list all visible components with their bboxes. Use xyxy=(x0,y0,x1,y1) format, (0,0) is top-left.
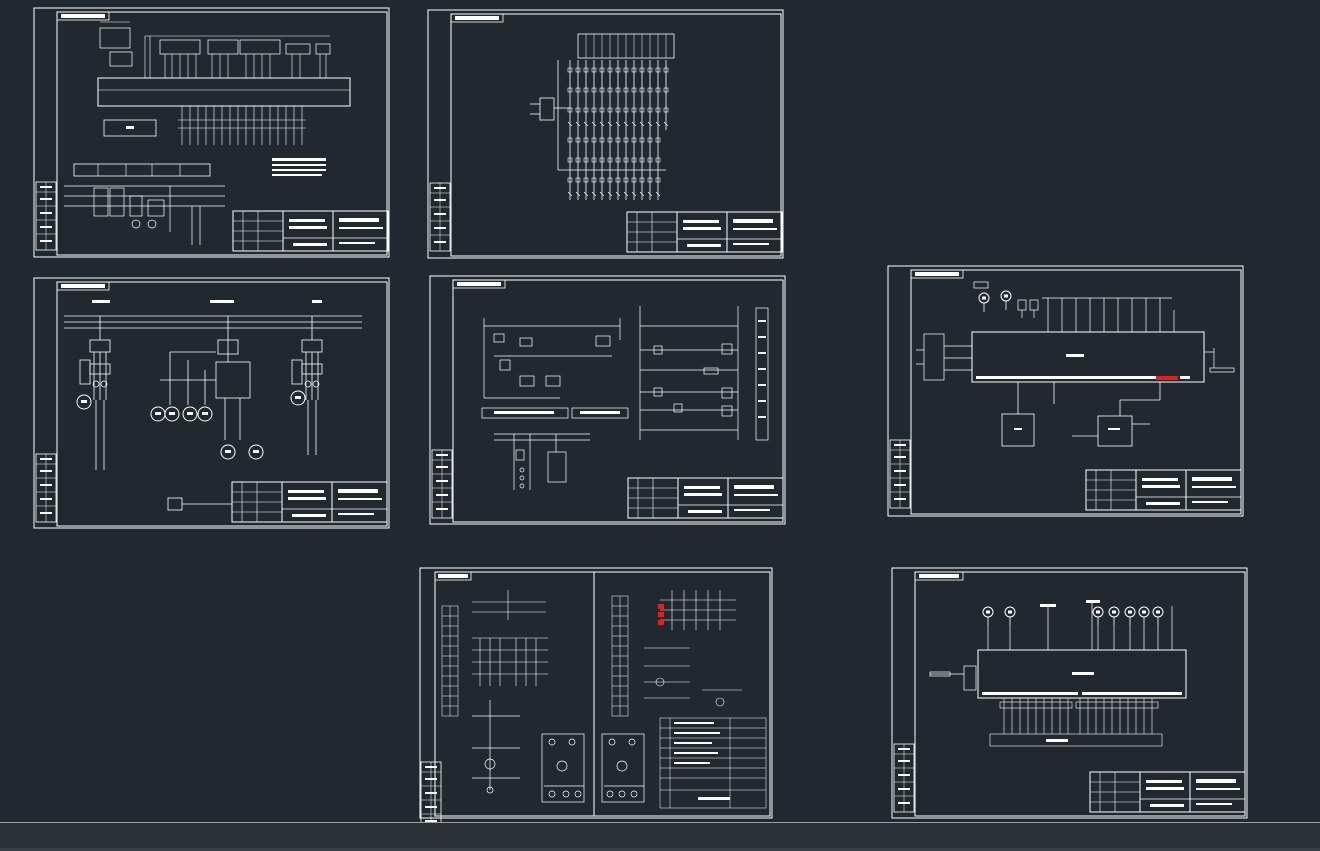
drawing-sheet-two-panel-wiring[interactable] xyxy=(419,567,773,822)
inverter-block xyxy=(160,316,251,440)
main-circuit xyxy=(64,185,225,245)
upper-wires xyxy=(100,21,330,78)
terminal-header-row xyxy=(577,33,675,59)
terminal-columns xyxy=(567,59,669,201)
right-output xyxy=(1204,348,1235,373)
sheet-header-tag xyxy=(56,11,110,21)
left-terminal-table xyxy=(441,605,459,717)
output-terminal-strip xyxy=(989,698,1163,747)
sheet-header-tag xyxy=(56,281,110,291)
terminal-strip xyxy=(97,77,351,107)
input-rails xyxy=(1042,297,1175,332)
feeder-drops xyxy=(79,316,317,470)
sheet-header-tag xyxy=(910,269,964,279)
cabinet-panel-right xyxy=(601,733,645,803)
power-busbars xyxy=(64,315,362,329)
lower-terminal-columns xyxy=(178,106,306,145)
left-connector xyxy=(929,665,977,691)
lower-devices xyxy=(1001,382,1161,447)
drawing-sheet-control-circuit[interactable] xyxy=(429,275,786,525)
upper-breaker-row xyxy=(99,27,331,67)
status-bar xyxy=(0,822,1320,851)
control-ladder-right xyxy=(639,306,739,440)
plc-main-module xyxy=(971,331,1205,383)
ground-line xyxy=(167,497,232,511)
motor-symbols xyxy=(76,390,306,460)
distribution-branch xyxy=(494,433,590,490)
drawing-sheet-plc-io-red[interactable] xyxy=(887,265,1244,517)
drawing-sheet-plc-panel[interactable] xyxy=(33,7,390,258)
drawing-sheet-plc-io[interactable] xyxy=(891,567,1248,819)
left-connector-block xyxy=(916,333,972,381)
bom-table xyxy=(659,717,767,809)
drawing-sheet-terminal-array[interactable] xyxy=(427,9,784,259)
drawing-sheet-motor-circuit[interactable] xyxy=(33,277,390,529)
sensor-inputs xyxy=(973,281,1039,319)
sensor-inputs xyxy=(982,600,1164,627)
sheet-header-tag xyxy=(450,13,504,23)
section-labels xyxy=(92,300,322,303)
legend-column xyxy=(755,307,769,441)
sheet-header-tag xyxy=(434,571,472,581)
cad-drawing-canvas[interactable] xyxy=(0,0,1320,822)
right-switch-array xyxy=(644,590,742,707)
sheet-header-tag xyxy=(914,571,964,581)
fault-indicator xyxy=(1156,376,1178,380)
control-ladder-left xyxy=(483,318,621,399)
legend-notes xyxy=(272,158,326,176)
cabinet-panel-left xyxy=(541,733,585,803)
left-switch-arrays xyxy=(472,590,548,686)
input-drops xyxy=(987,603,1173,650)
red-markers xyxy=(658,604,664,625)
left-control-chain xyxy=(472,700,520,794)
plc-main-module xyxy=(977,649,1187,699)
sheet-header-tag xyxy=(452,279,506,289)
right-terminal-table xyxy=(611,595,629,717)
feeder-stacks xyxy=(89,339,323,401)
table-row-header xyxy=(73,163,211,177)
power-module-box xyxy=(103,119,157,137)
transformer-symbol xyxy=(530,60,666,171)
label-bars xyxy=(481,407,629,419)
